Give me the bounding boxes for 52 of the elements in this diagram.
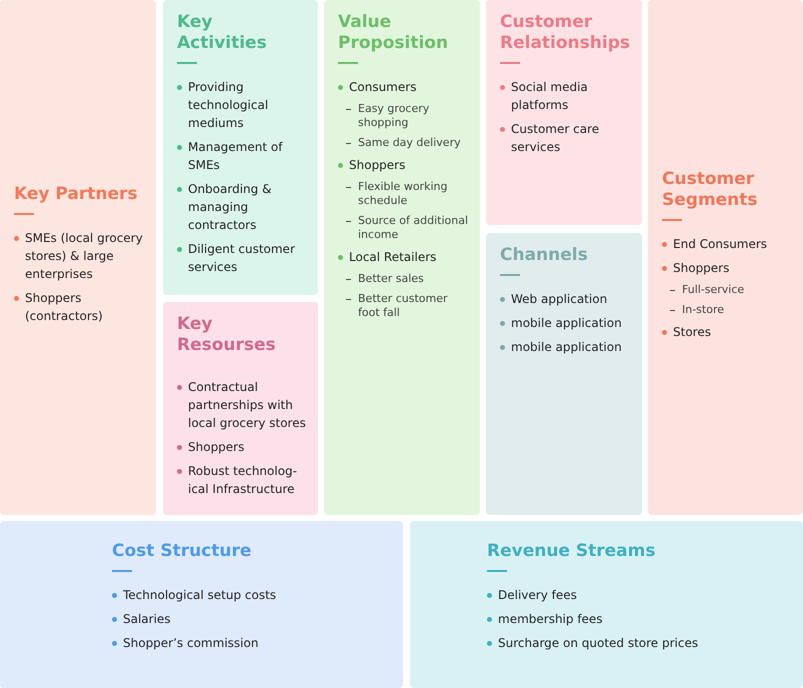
list-item: Surcharge on quoted store prices	[487, 634, 791, 652]
sub-item: Better customer foot fall	[338, 292, 468, 320]
section-heading: Customer Segments	[662, 168, 759, 210]
sub-item: Flexible working schedule	[338, 180, 468, 208]
list-item: Contractual partnerships with local grocery stores	[177, 378, 306, 432]
list-item: Shoppers	[177, 438, 306, 456]
canvas-section	[648, 0, 803, 515]
canvas-section	[410, 521, 803, 688]
section-heading: Revenue Streams	[487, 541, 656, 562]
list-item: Diligent customer services	[177, 240, 306, 276]
section-heading: Customer Relationships	[500, 12, 630, 54]
list-item: Web application	[500, 290, 630, 308]
list-item: mobile application	[500, 314, 630, 332]
list-item: Customer care services	[500, 120, 630, 156]
list-item: Stores	[662, 322, 791, 340]
canvas-section	[0, 521, 403, 688]
list-item: membership fees	[487, 610, 791, 628]
list-item: Providing technological mediums	[177, 78, 306, 132]
section-heading: Channels	[500, 245, 589, 266]
list-item: Shoppers	[338, 156, 468, 174]
list-item: Social media platforms	[500, 78, 630, 114]
canvas-section	[163, 0, 318, 295]
list-item: Shoppers	[662, 258, 791, 276]
sub-item: Easy grocery shopping	[338, 102, 468, 130]
sub-item: Full-service	[662, 282, 791, 296]
canvas-section	[486, 0, 642, 225]
list-item: End Consumers	[662, 234, 791, 252]
canvas-section	[324, 0, 480, 515]
list-item: Local Retailers	[338, 248, 468, 266]
sub-item: Source of additional income	[338, 214, 468, 242]
section-heading: Key Resourses	[177, 314, 277, 356]
list-item: Shopper’s commission	[112, 634, 391, 652]
section-heading: Key Activities	[177, 12, 268, 54]
sub-item: Same day delivery	[338, 136, 468, 150]
list-item: Salaries	[112, 610, 391, 628]
list-item: Technological setup costs	[112, 586, 391, 604]
canvas-section	[486, 233, 642, 515]
list-item: Consumers	[338, 78, 468, 96]
list-item: Delivery fees	[487, 586, 791, 604]
list-item: Management of SMEs	[177, 138, 306, 174]
canvas-section	[163, 302, 318, 515]
list-item: Shoppers (contractors)	[14, 289, 144, 325]
list-item: Robust technolog-ical Infrastructure	[177, 462, 306, 498]
list-item: SMEs (local grocery stores) & large enterprises	[14, 229, 144, 283]
list-item: mobile application	[500, 338, 630, 356]
sub-item: In-store	[662, 302, 791, 316]
list-item: Onboarding & managing contractors	[177, 180, 306, 234]
section-heading: Value Proposition	[338, 12, 450, 54]
section-heading: Key Partners	[14, 184, 139, 205]
sub-item: Better sales	[338, 272, 468, 286]
canvas-section	[0, 0, 156, 515]
section-heading: Cost Structure	[112, 541, 252, 562]
